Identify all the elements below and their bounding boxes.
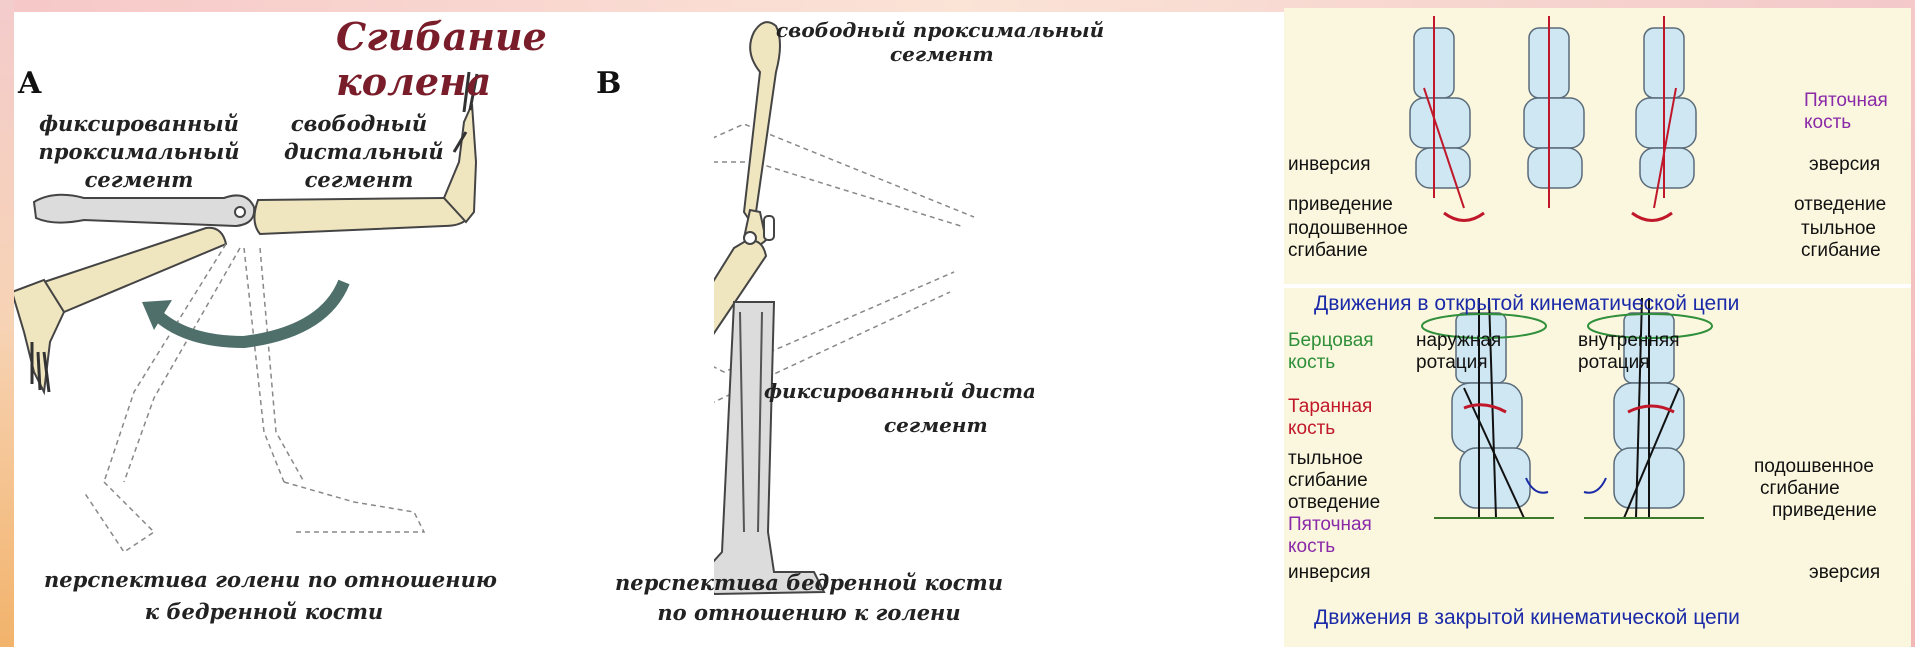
- closed-inversion-label: инверсия: [1288, 562, 1371, 584]
- fixed-femur-bone: [34, 195, 254, 226]
- open-inversion-label: инверсия: [1288, 154, 1371, 176]
- free-femur-bone: [744, 22, 780, 224]
- open-chain-feet: [1410, 28, 1696, 188]
- open-adduction-label: приведение: [1288, 194, 1393, 216]
- closed-chain-caption: Движения в закрытой кинематической цепи: [1314, 606, 1740, 630]
- fixed-tibia-bone: [714, 302, 824, 594]
- closed-eversion-label: эверсия: [1809, 562, 1880, 584]
- title: Сгибание колена: [336, 14, 714, 104]
- open-chain-caption: Движения в открытой кинематической цепи: [1314, 292, 1739, 316]
- label-b: B: [596, 66, 621, 101]
- label-a: A: [18, 66, 41, 101]
- panel-b-drawing: [714, 12, 1284, 647]
- flexion-arrow: [154, 282, 344, 342]
- flexed-tibia-bone: [44, 228, 226, 312]
- open-abduction-label: отведение: [1794, 194, 1886, 216]
- free-tibia-bone: [254, 198, 466, 234]
- open-eversion-label: эверсия: [1809, 154, 1880, 176]
- free-foot-bones: [444, 104, 476, 222]
- left-border: [0, 0, 14, 647]
- panel-a-drawing: [14, 12, 714, 647]
